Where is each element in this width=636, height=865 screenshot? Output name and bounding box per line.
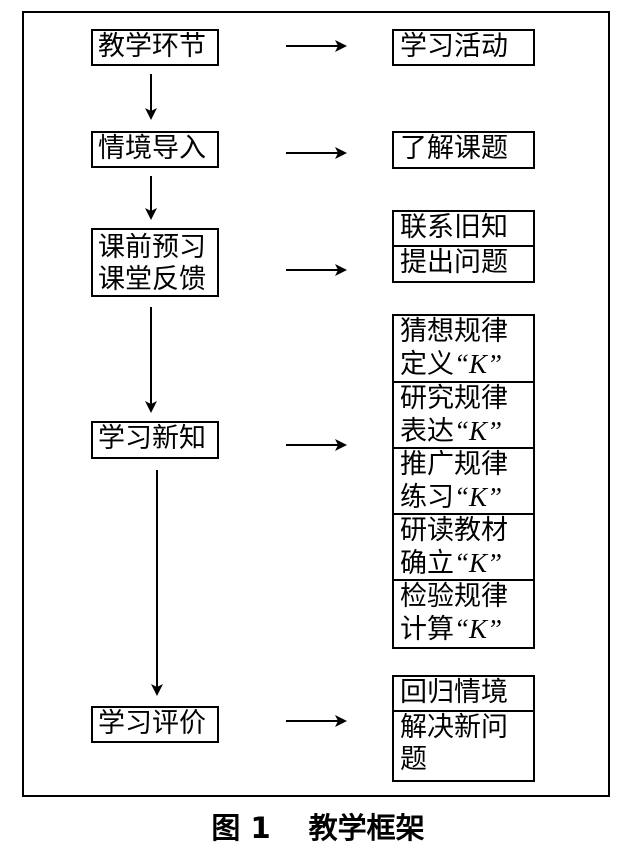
stage-label: 学习新知 xyxy=(98,423,206,454)
stage-preview-feedback: 课前预习 课堂反馈 xyxy=(91,228,219,297)
activity-line2: 题 xyxy=(400,744,427,775)
activity-label: 学习活动 xyxy=(400,31,508,62)
activity-line1: 研究规律 xyxy=(400,383,508,414)
activity-line2: 练习“K” xyxy=(400,482,503,513)
k-symbol: “K” xyxy=(454,614,503,644)
stage-label-line1: 课前预习 xyxy=(98,232,206,263)
stage-label-line2: 课堂反馈 xyxy=(98,264,206,295)
activity-line2: 确立“K” xyxy=(400,548,503,579)
activity-line1: 推广规律 xyxy=(400,449,508,480)
activity-line1: 检验规律 xyxy=(400,581,508,612)
activity-line1: 猜想规律 xyxy=(400,316,508,347)
activity-understand-topic: 了解课题 xyxy=(392,131,535,169)
activity-label: 回归情境 xyxy=(400,677,508,708)
activity-solve-new-problem: 解决新问 题 xyxy=(392,710,535,782)
stage-teaching-steps: 教学环节 xyxy=(91,29,219,66)
k-symbol: “K” xyxy=(454,349,503,379)
stage-scenario-intro: 情境导入 xyxy=(91,131,219,168)
activity-line1: 研读教材 xyxy=(400,515,508,546)
diagram-frame xyxy=(22,11,610,797)
figure-number: 图 1 xyxy=(211,811,271,845)
stage-label: 教学环节 xyxy=(98,31,206,62)
stage-new-knowledge: 学习新知 xyxy=(91,421,219,459)
figure-title: 教学框架 xyxy=(308,811,425,845)
stage-evaluation: 学习评价 xyxy=(91,706,219,743)
activity-label: 联系旧知 xyxy=(400,212,508,243)
activity-line2: 表达“K” xyxy=(400,416,503,447)
k-symbol: “K” xyxy=(454,416,503,446)
stage-label: 学习评价 xyxy=(98,708,206,739)
activity-label: 提出问题 xyxy=(400,247,508,278)
figure-caption: 图 1 教学框架 xyxy=(0,808,636,848)
activity-raise-questions: 提出问题 xyxy=(392,245,535,283)
activity-line2: 计算“K” xyxy=(400,614,503,645)
activity-read-textbook: 研读教材 确立“K” xyxy=(392,513,535,581)
activity-generalize-rule: 推广规律 练习“K” xyxy=(392,447,535,515)
activity-verify-rule: 检验规律 计算“K” xyxy=(392,579,535,649)
activity-line1: 解决新问 xyxy=(400,712,508,743)
activity-header: 学习活动 xyxy=(392,29,535,66)
stage-label: 情境导入 xyxy=(98,133,206,164)
activity-guess-rule: 猜想规律 定义“K” xyxy=(392,314,535,383)
k-symbol: “K” xyxy=(454,482,503,512)
k-symbol: “K” xyxy=(454,548,503,578)
activity-line2: 定义“K” xyxy=(400,349,503,380)
activity-label: 了解课题 xyxy=(400,133,508,164)
